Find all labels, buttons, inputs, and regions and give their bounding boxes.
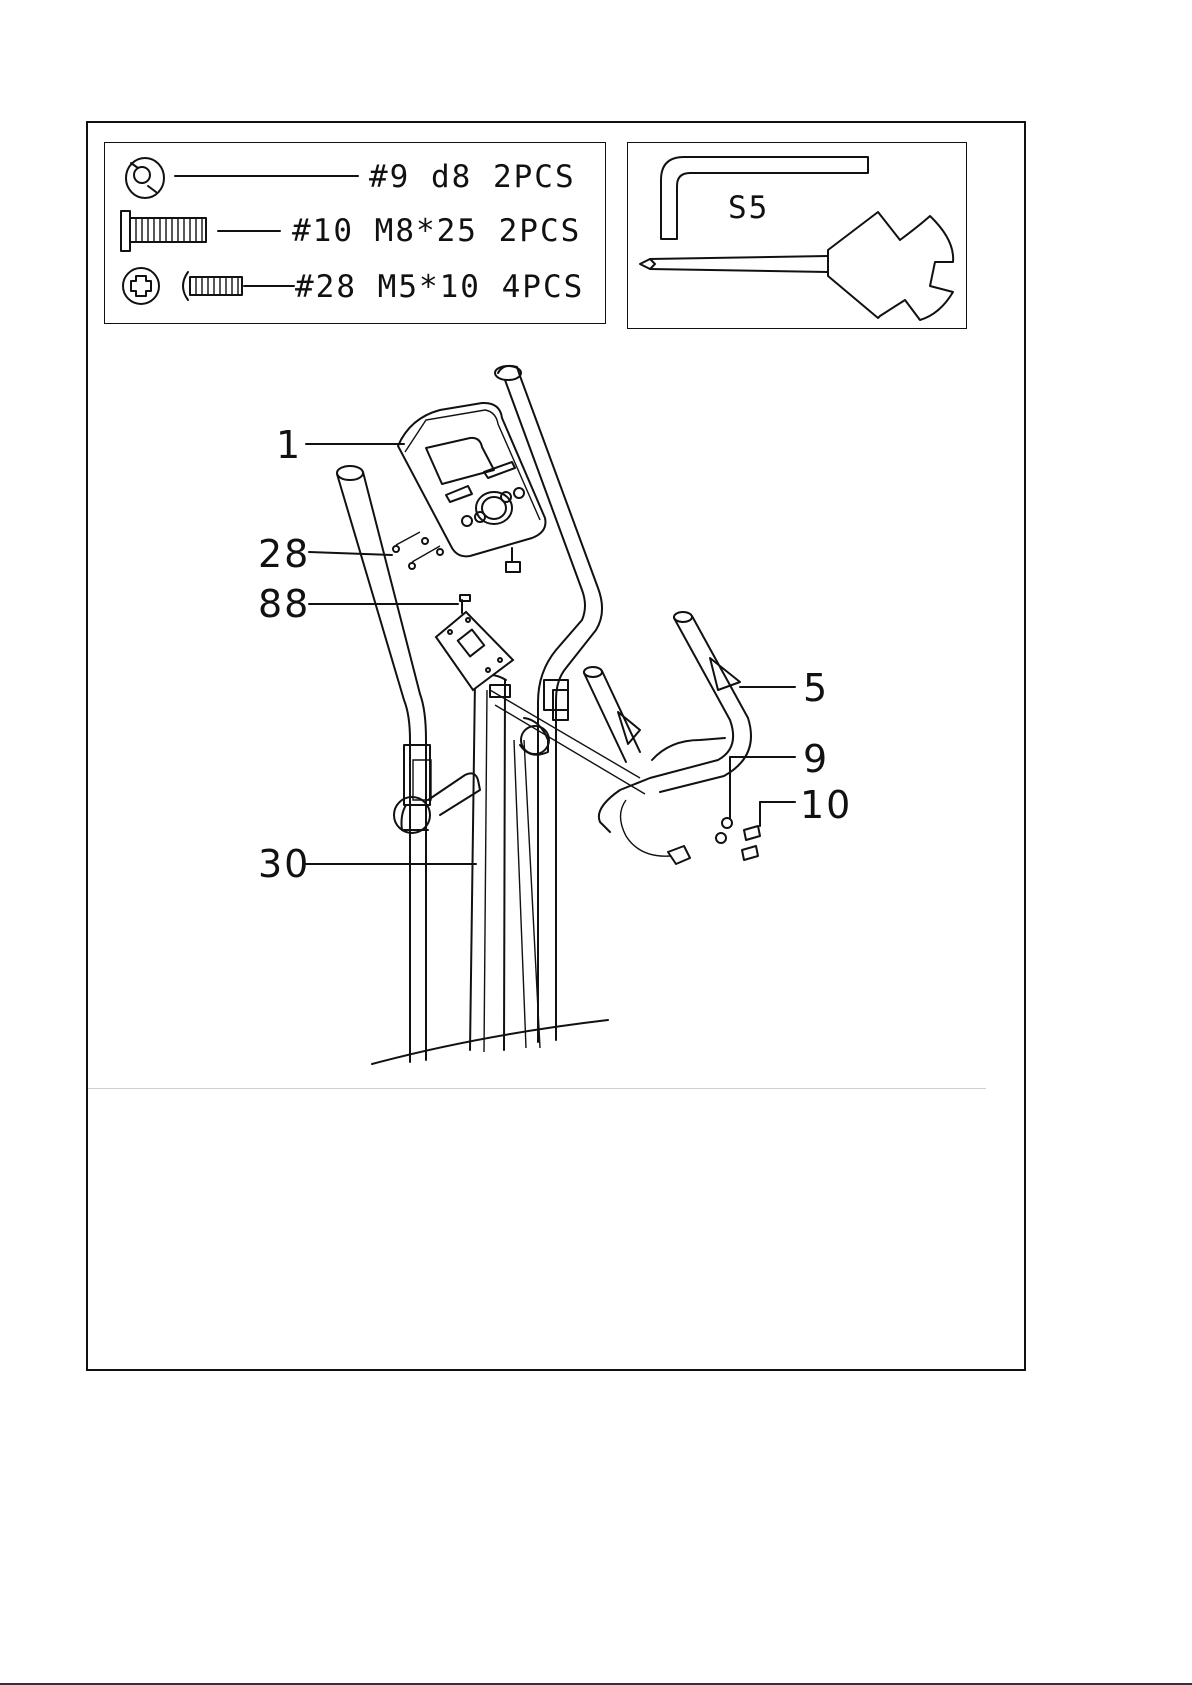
washers-and-bolts	[716, 818, 760, 860]
floor-arc	[372, 1020, 608, 1064]
leader-lines	[306, 444, 795, 864]
callout-part-30: 30	[258, 845, 310, 883]
console-mount-plate	[436, 595, 513, 690]
pivot-axle	[490, 685, 645, 794]
section-divider	[88, 1088, 986, 1089]
callout-part-88: 88	[258, 585, 310, 623]
callout-part-10: 10	[800, 786, 852, 824]
fixed-handlebar	[584, 612, 751, 864]
center-mast	[470, 675, 540, 1052]
callout-part-28: 28	[258, 535, 310, 573]
callout-part-9: 9	[803, 740, 829, 778]
callout-part-5: 5	[803, 669, 829, 707]
callout-part-1: 1	[276, 426, 302, 464]
